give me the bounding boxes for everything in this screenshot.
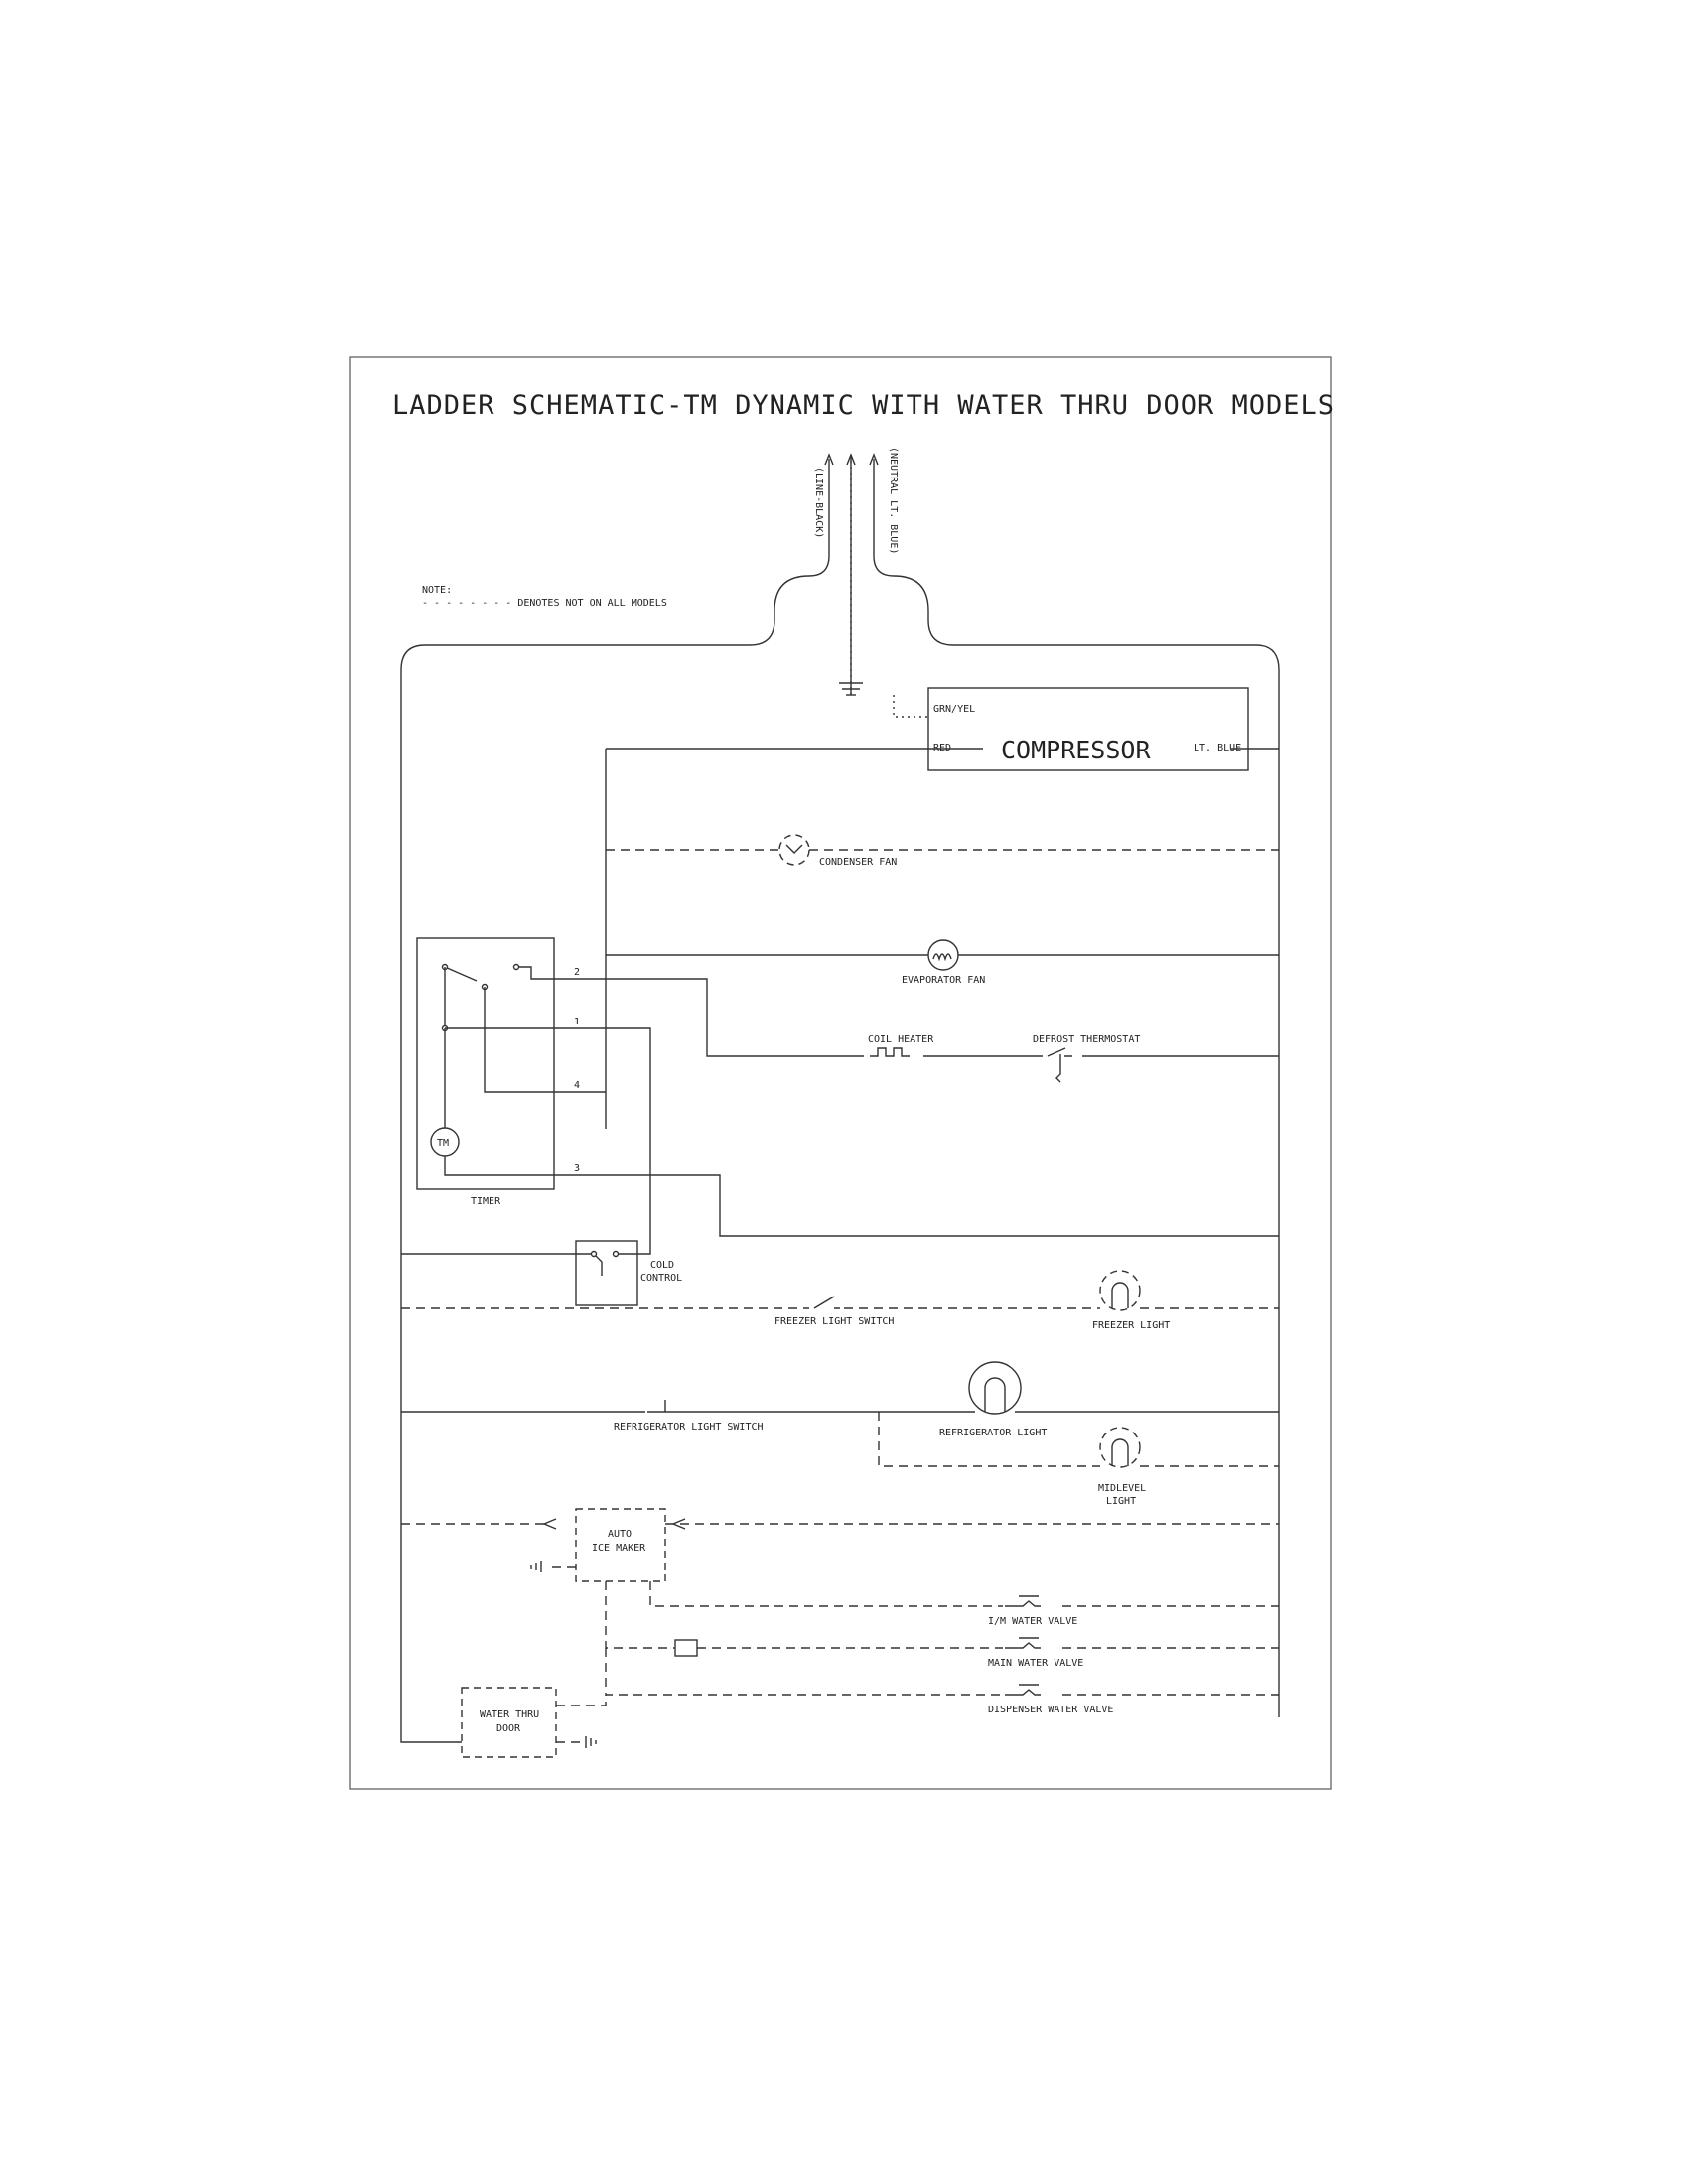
condenser-fan-label: CONDENSER FAN (819, 857, 897, 868)
ice-maker-label-1: AUTO (608, 1529, 632, 1540)
evaporator-fan-label: EVAPORATOR FAN (902, 975, 985, 986)
freezer-light-icon (1099, 1270, 1141, 1311)
freezer-light-switch-label: FREEZER LIGHT SWITCH (774, 1316, 894, 1327)
timer-terminal-1: 1 (574, 1017, 580, 1027)
compressor-box (927, 687, 1249, 771)
ground-symbol (839, 682, 863, 696)
neutral-lead (873, 555, 1280, 1717)
timer-label: TIMER (471, 1196, 501, 1207)
water-thru-door-label-2: DOOR (496, 1723, 521, 1734)
water-valve-connector (674, 1639, 698, 1657)
line-black-label: (LINE-BLACK) (813, 467, 824, 538)
condenser-fan-rung: CONDENSER FAN (606, 834, 1279, 868)
cold-control-label-2: CONTROL (640, 1273, 682, 1284)
dispenser-water-valve-label: DISPENSER WATER VALVE (988, 1705, 1113, 1715)
water-thru-door-ground-icon (585, 1736, 597, 1748)
ice-maker-rung: AUTO ICE MAKER I/M WATER VALVE MAIN WATE… (401, 1508, 1279, 1715)
compressor: COMPRESSOR GRN/YEL RED LT. BLUE (606, 687, 1279, 771)
water-thru-door-label-1: WATER THRU (480, 1709, 539, 1720)
im-water-valve-label: I/M WATER VALVE (988, 1616, 1077, 1627)
compressor-grn-yel-label: GRN/YEL (933, 704, 975, 715)
water-thru-door-box (461, 1687, 557, 1758)
note-heading: NOTE: (422, 585, 452, 596)
defrost-thermostat-icon (1047, 1047, 1072, 1057)
timer-terminal-4: 4 (574, 1080, 580, 1091)
main-water-valve-label: MAIN WATER VALVE (988, 1658, 1083, 1669)
schematic-frame (349, 356, 1332, 1790)
ice-maker-label-2: ICE MAKER (592, 1543, 646, 1554)
main-water-valve-icon (1005, 1637, 1041, 1649)
cold-control-label-1: COLD (650, 1260, 674, 1271)
timer-terminal-2: 2 (574, 967, 580, 978)
evaporator-fan-rung: EVAPORATOR FAN (606, 939, 1279, 986)
freezer-light-switch-icon (813, 1296, 840, 1309)
defrost-timer: TM TIMER 2 1 4 3 (416, 749, 1279, 1237)
cold-control: COLD CONTROL (401, 1176, 682, 1306)
midlevel-light-label-2: LIGHT (1106, 1496, 1136, 1507)
freezer-light-rung: FREEZER LIGHT SWITCH FREEZER LIGHT (401, 1270, 1279, 1331)
midlevel-light-label-1: MIDLEVEL (1098, 1483, 1146, 1494)
condenser-fan-icon (778, 834, 810, 866)
refrigerator-light-switch-icon (647, 1400, 685, 1413)
neutral-label: (NEUTRAL LT. BLUE) (888, 447, 899, 554)
note-text: - - - - - - - - DENOTES NOT ON ALL MODEL… (422, 598, 667, 609)
dispenser-water-valve-icon (1005, 1684, 1041, 1696)
schematic-title: LADDER SCHEMATIC-TM DYNAMIC WITH WATER T… (392, 390, 1335, 421)
water-thru-door: WATER THRU DOOR (461, 1687, 607, 1758)
im-water-valve-icon (1005, 1595, 1041, 1607)
compressor-lt-blue-label: LT. BLUE (1194, 743, 1241, 753)
ice-maker-ground-icon (530, 1561, 542, 1572)
midlevel-light-rung: MIDLEVEL LIGHT (878, 1412, 1279, 1507)
line-lead (400, 555, 830, 1743)
refrigerator-light-label: REFRIGERATOR LIGHT (939, 1428, 1047, 1438)
power-supply-leads: (LINE-BLACK) (NEUTRAL LT. BLUE) (400, 447, 1280, 1743)
defrost-thermostat-label: DEFROST THERMOSTAT (1033, 1034, 1140, 1045)
compressor-label: COMPRESSOR (1001, 736, 1151, 764)
refrigerator-light-icon (968, 1361, 1022, 1415)
midlevel-light-icon (1099, 1427, 1141, 1468)
refrigerator-light-switch-label: REFRIGERATOR LIGHT SWITCH (614, 1422, 764, 1433)
cold-control-box (575, 1240, 638, 1306)
coil-heater-icon (870, 1047, 910, 1057)
defrost-rung: COIL HEATER DEFROST THERMOSTAT (554, 978, 1279, 1083)
coil-heater-label: COIL HEATER (868, 1034, 934, 1045)
refrigerator-light-rung: REFRIGERATOR LIGHT SWITCH REFRIGERATOR L… (401, 1361, 1279, 1438)
ground-wire (893, 695, 928, 718)
timer-motor-label: TM (437, 1138, 449, 1149)
auto-ice-maker-box (575, 1508, 666, 1582)
timer-terminal-3: 3 (574, 1163, 580, 1174)
freezer-light-label: FREEZER LIGHT (1092, 1320, 1170, 1331)
